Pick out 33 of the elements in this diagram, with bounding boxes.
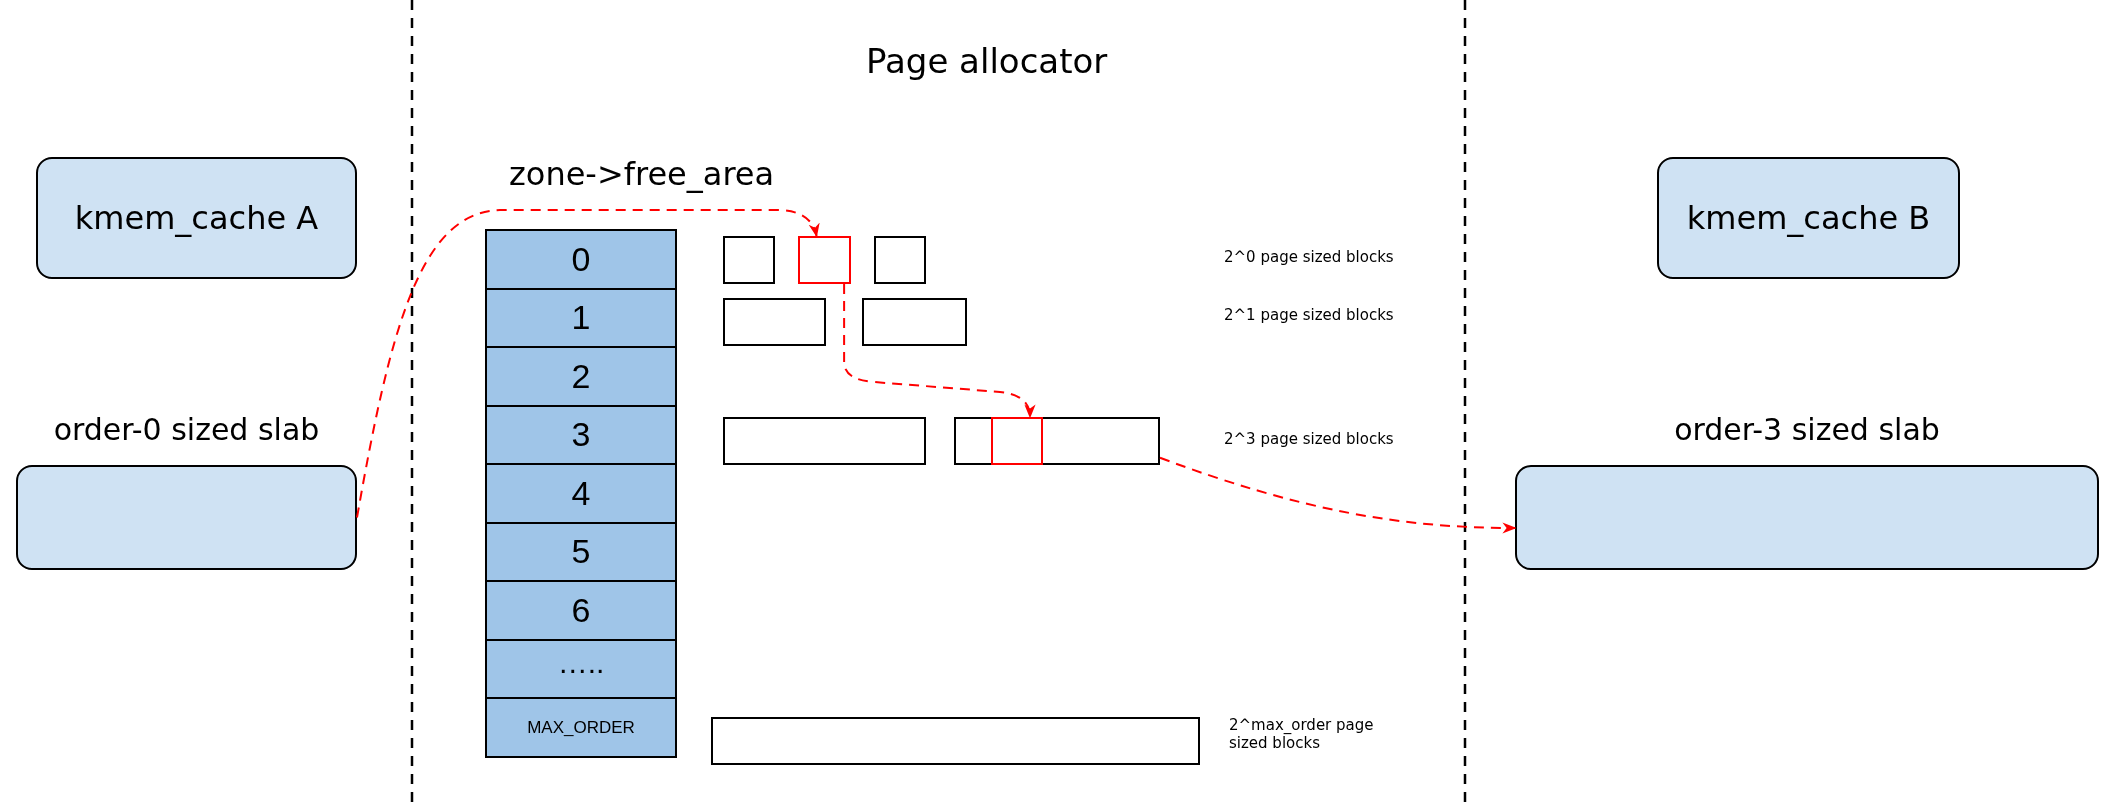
slab-heading: order-3 sized slab	[1674, 411, 1940, 449]
dashed-arrow	[843, 283, 1035, 419]
highlighted-block	[991, 417, 1043, 465]
array-heading: zone->free_area	[509, 154, 775, 195]
slab-heading: order-0 sized slab	[53, 411, 320, 449]
block-size-label: 2^0 page sized blocks	[1224, 248, 1394, 266]
free-block	[723, 417, 926, 465]
free-block	[874, 236, 926, 284]
array-cell: 2	[485, 346, 677, 407]
array-cell: MAX_ORDER	[485, 697, 677, 758]
free-block	[723, 298, 826, 346]
array-cell: 1	[485, 287, 677, 348]
free-block	[954, 417, 1160, 465]
array-cell: 3	[485, 404, 677, 465]
cache-box	[1657, 157, 1960, 279]
free-block	[711, 717, 1200, 765]
cache-box	[36, 157, 357, 279]
array-cell: 6	[485, 580, 677, 641]
free-block	[862, 298, 967, 346]
array-cell: 4	[485, 463, 677, 524]
dashed-arrow	[1159, 456, 1517, 534]
block-size-label: 2^3 page sized blocks	[1224, 430, 1394, 448]
cache-name: kmem_cache B	[1686, 198, 1931, 238]
highlighted-block	[798, 236, 851, 284]
array-cell: 5	[485, 521, 677, 582]
array-cell: …..	[485, 638, 677, 699]
title: Page allocator	[866, 40, 1108, 83]
cache-name: kmem_cache A	[74, 198, 319, 238]
array-cell: 0	[485, 229, 677, 290]
block-size-label: 2^max_order page sized blocks	[1229, 716, 1375, 752]
block-size-label: 2^1 page sized blocks	[1224, 306, 1394, 324]
dashed-arrow	[356, 209, 819, 519]
free-block	[723, 236, 775, 284]
